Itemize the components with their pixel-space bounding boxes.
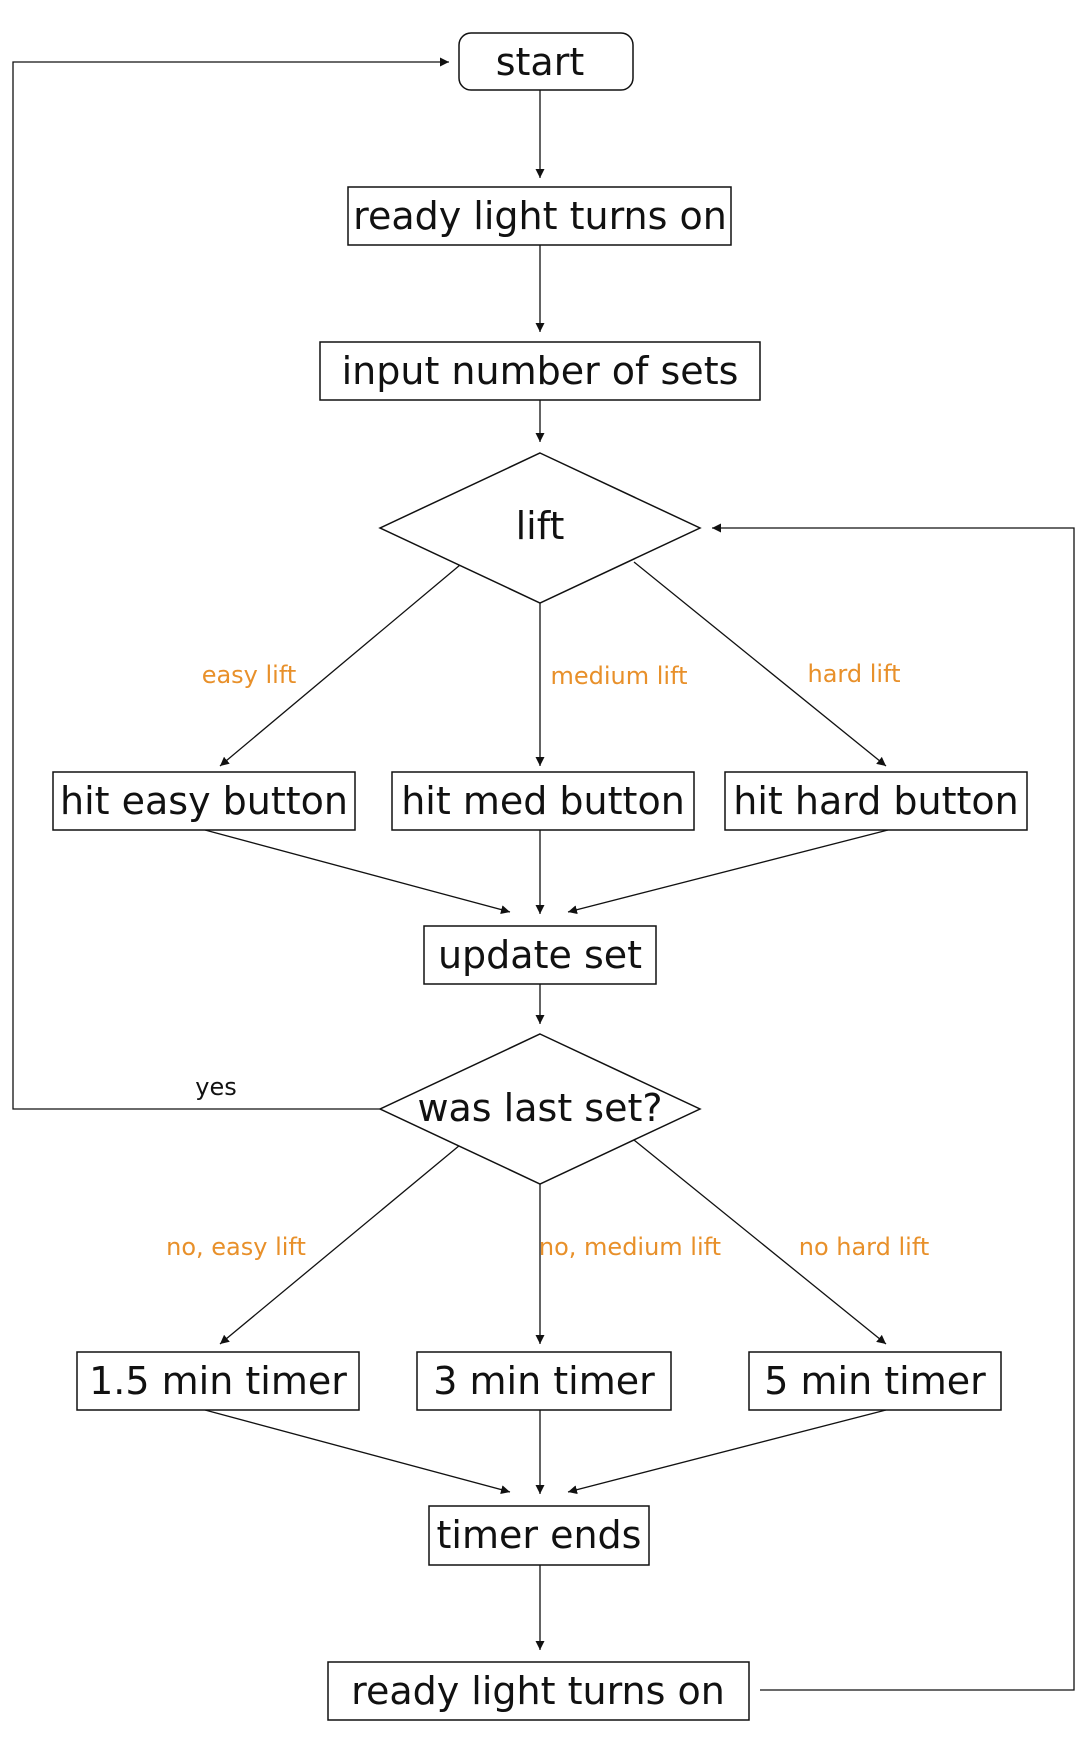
- edge-labels: easy lift medium lift hard lift yes no, …: [166, 660, 929, 1261]
- edge-lift-to-hit-hard: [633, 561, 887, 767]
- hit-hard-box: [724, 771, 1028, 831]
- start-label: start: [496, 40, 585, 84]
- edge-hit-easy-to-update-set: [204, 829, 511, 915]
- timer-ends-label: timer ends: [437, 1513, 642, 1557]
- node-ready-light-1: ready light turns on: [347, 186, 732, 246]
- last-set-decision: [378, 1033, 702, 1185]
- edge-timer-hard-to-timer-ends: [567, 1409, 887, 1495]
- update-set-label: update set: [438, 933, 642, 977]
- timer-ends-box: [428, 1505, 650, 1566]
- node-timer-easy: 1.5 min timer: [76, 1351, 360, 1411]
- start-terminal: [458, 32, 634, 91]
- timer-med-box: [416, 1351, 672, 1411]
- node-update-set: update set: [423, 925, 657, 985]
- node-ready-light-2: ready light turns on: [327, 1661, 750, 1721]
- edge-last-set-yes-to-start: [12, 57, 449, 1110]
- edge-last-set-to-timer-easy: [219, 1144, 461, 1345]
- edge-last-set-to-timer-hard: [633, 1139, 887, 1345]
- node-start: start: [458, 32, 634, 91]
- node-timer-ends: timer ends: [428, 1505, 650, 1566]
- edges: [12, 57, 1075, 1691]
- timer-med-label: 3 min timer: [433, 1359, 655, 1403]
- edge-ready-light-loop-to-lift: [712, 523, 1075, 1691]
- last-set-label: was last set?: [417, 1086, 662, 1130]
- node-timer-hard: 5 min timer: [748, 1351, 1002, 1411]
- ready-light-box: [347, 186, 732, 246]
- timer-easy-box: [76, 1351, 360, 1411]
- label-easy-lift: easy lift: [202, 661, 297, 689]
- input-sets-box: [319, 341, 761, 401]
- label-hard-lift: hard lift: [808, 660, 901, 688]
- ready-light-label: ready light turns on: [353, 194, 727, 238]
- update-set-box: [423, 925, 657, 985]
- label-yes: yes: [195, 1073, 236, 1101]
- node-timer-med: 3 min timer: [416, 1351, 672, 1411]
- node-hit-hard: hit hard button: [724, 771, 1028, 831]
- label-no-medium: no, medium lift: [539, 1233, 721, 1261]
- edge-hit-hard-to-update-set: [567, 829, 889, 915]
- timer-hard-label: 5 min timer: [764, 1359, 986, 1403]
- hit-med-box: [391, 771, 695, 831]
- edge-lift-to-hit-easy: [219, 564, 461, 767]
- node-input-sets: input number of sets: [319, 341, 761, 401]
- hit-easy-box: [52, 771, 356, 831]
- hit-easy-label: hit easy button: [60, 779, 348, 823]
- node-hit-easy: hit easy button: [52, 771, 356, 831]
- label-no-hard: no hard lift: [799, 1233, 930, 1261]
- timer-hard-box: [748, 1351, 1002, 1411]
- edge-timer-easy-to-timer-ends: [204, 1409, 511, 1495]
- hit-hard-label: hit hard button: [733, 779, 1018, 823]
- node-hit-med: hit med button: [391, 771, 695, 831]
- input-sets-label: input number of sets: [342, 349, 739, 393]
- lift-decision: [378, 452, 702, 604]
- label-medium-lift: medium lift: [550, 662, 687, 690]
- label-no-easy: no, easy lift: [166, 1233, 306, 1261]
- lift-label: lift: [516, 504, 565, 548]
- ready-light-loop-box: [327, 1661, 750, 1721]
- node-last-set: was last set?: [378, 1033, 702, 1185]
- ready-light-loop-label: ready light turns on: [351, 1669, 725, 1713]
- timer-easy-label: 1.5 min timer: [89, 1359, 347, 1403]
- node-lift: lift: [378, 452, 702, 604]
- hit-med-label: hit med button: [401, 779, 685, 823]
